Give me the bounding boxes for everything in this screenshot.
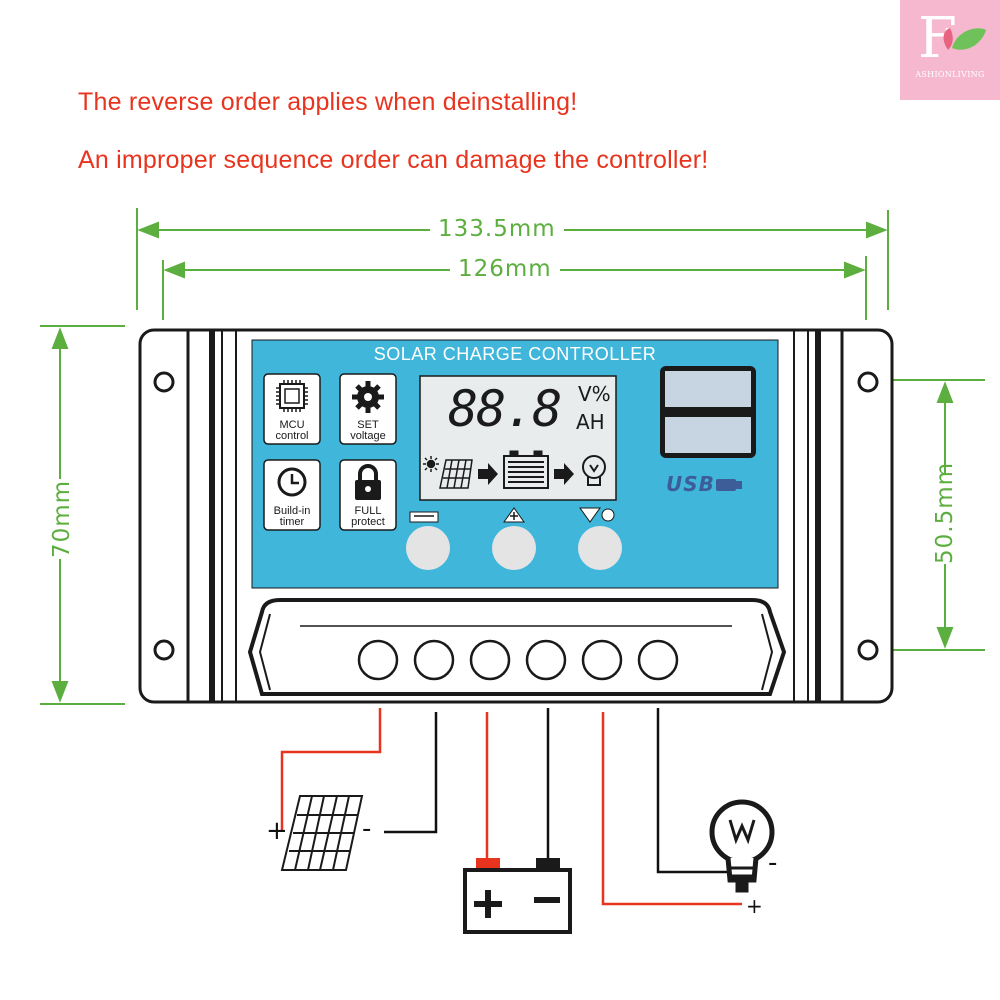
solar-panel-icon (439, 459, 473, 489)
arrow-icon (478, 463, 498, 485)
terminal-screw (525, 639, 567, 681)
usb-ports (660, 366, 756, 458)
load-negative-wire (656, 708, 730, 874)
terminal-screw (637, 639, 679, 681)
lcd-screen (419, 375, 617, 501)
terminal-block (247, 598, 787, 696)
brand-logo: F ASHIONLIVING (900, 0, 1000, 100)
load-positive-wire (601, 712, 742, 906)
lock-icon (355, 464, 381, 500)
solar-plus-sign: + (266, 816, 288, 846)
arrow-icon (554, 463, 574, 485)
leaf-icon (943, 28, 986, 50)
sun-icon (423, 456, 439, 472)
warning-text-sequence: An improper sequence order can damage th… (78, 146, 709, 174)
terminal-screw (581, 639, 623, 681)
light-bulb-icon (709, 799, 775, 893)
solar-positive-wire (280, 708, 382, 830)
mount-hole (153, 639, 175, 661)
height-label: 70mm (49, 479, 75, 559)
panel-height-label: 50.5mm (932, 461, 958, 564)
terminal-screw (357, 639, 399, 681)
minus-load-symbol-icon (579, 507, 615, 523)
battery-icon (503, 450, 549, 489)
menu-symbol-icon (409, 511, 439, 523)
chip-icon (276, 380, 308, 412)
usb-plug-icon (716, 479, 742, 491)
solar-minus-sign: - (362, 814, 372, 844)
wiring (280, 708, 742, 906)
mount-hole (153, 371, 175, 393)
outer-width-label: 133.5mm (430, 216, 564, 242)
up-button (492, 526, 536, 570)
lcd-unit-amphour: AH (576, 410, 605, 434)
menu-button (406, 526, 450, 570)
clock-icon (277, 467, 307, 497)
terminal-screw (469, 639, 511, 681)
panel-title: SOLAR CHARGE CONTROLLER (373, 344, 657, 364)
load-plus-sign: + (746, 894, 763, 918)
solar-panel-icon (280, 795, 364, 871)
load-minus-sign: - (768, 848, 778, 878)
down-button (578, 526, 622, 570)
bulb-icon (582, 455, 606, 486)
mount-hole (857, 371, 879, 393)
solar-negative-wire (384, 712, 438, 834)
gear-icon (352, 381, 384, 413)
plus-symbol-icon (503, 507, 525, 523)
mount-hole (857, 639, 879, 661)
usb-label: USB (666, 472, 715, 496)
lcd-digits: 88.8 (448, 380, 562, 438)
warning-text-deinstall: The reverse order applies when deinstall… (78, 88, 578, 116)
lcd-unit-voltage: V% (578, 382, 611, 406)
terminal-screw (413, 639, 455, 681)
logo-text: ASHIONLIVING (915, 70, 985, 79)
inner-width-label: 126mm (450, 256, 560, 282)
battery-icon (463, 858, 572, 934)
